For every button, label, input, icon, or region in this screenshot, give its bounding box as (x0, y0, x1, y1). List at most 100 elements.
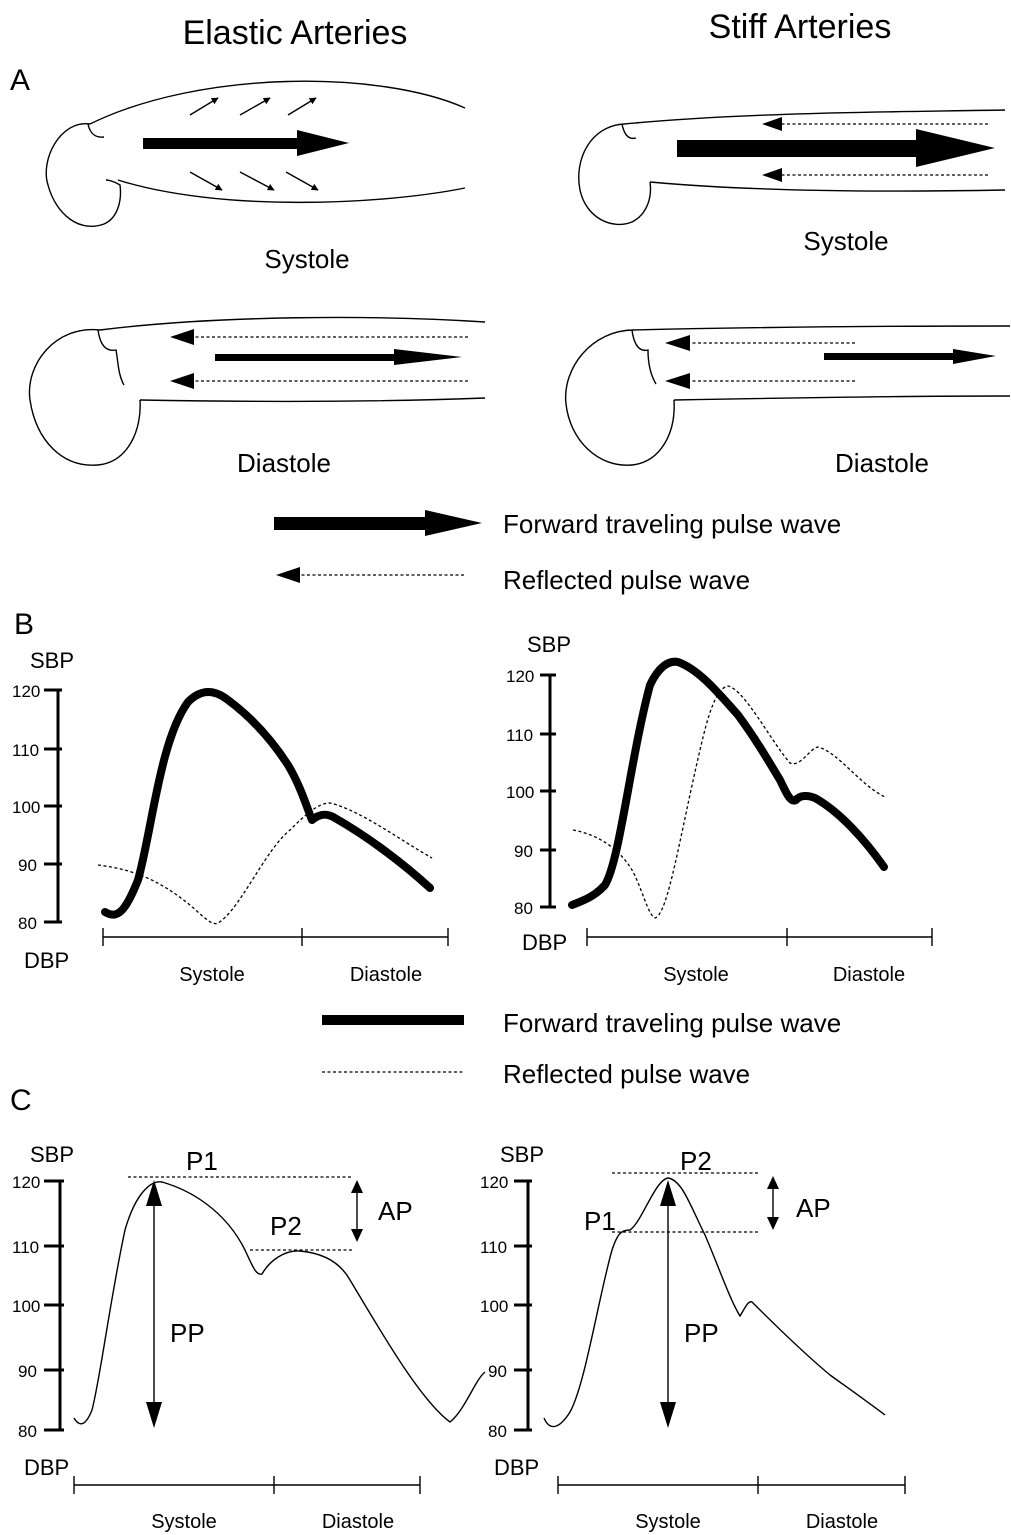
tick-label: 100 (506, 783, 534, 802)
time-axis (73, 1476, 421, 1494)
tick-label: 80 (18, 1422, 37, 1441)
dbp-label: DBP (522, 930, 567, 955)
ap-label: AP (378, 1196, 413, 1226)
y-ticks (514, 1179, 532, 1432)
pp-label: PP (684, 1318, 719, 1348)
tick-label: 90 (18, 856, 37, 875)
reflected-pulse-arrows (665, 335, 855, 389)
y-ticks (44, 688, 62, 924)
forward-pulse-arrow (677, 129, 995, 167)
heart-outline (45, 123, 122, 227)
legend-forward-label: Forward traveling pulse wave (503, 1008, 841, 1038)
heart-outline (564, 329, 675, 466)
sbp-label: SBP (500, 1142, 544, 1167)
header-elastic-arteries: Elastic Arteries (183, 14, 408, 52)
legend-reflected-arrow-icon (276, 567, 464, 583)
diastole-label: Diastole (322, 1511, 394, 1533)
systole-label: Systole (635, 1511, 701, 1533)
stiff-systole-diagram (578, 109, 1006, 226)
time-axis (586, 928, 933, 946)
reflected-wave-line (97, 802, 433, 925)
diastole-label: Diastole (833, 964, 905, 986)
y-ticks (540, 673, 556, 909)
tick-label: 110 (506, 726, 533, 745)
stiff-diastole-caption: Diastole (835, 448, 929, 478)
elastic-diastole-diagram (28, 316, 486, 466)
tick-label: 120 (12, 682, 40, 701)
p1-label: P1 (584, 1206, 616, 1236)
tick-label: 80 (514, 899, 533, 918)
pp-label: PP (170, 1318, 205, 1348)
ap-arrow (351, 1180, 363, 1242)
tick-label: 90 (488, 1362, 507, 1381)
legend-forward-arrow-icon (274, 510, 482, 536)
stiff-diastole-diagram (564, 325, 1011, 466)
legend-forward-label: Forward traveling pulse wave (503, 509, 841, 539)
diastole-label: Diastole (350, 964, 422, 986)
heart-outline (28, 328, 141, 466)
pressure-waveform (543, 1177, 886, 1428)
sbp-label: SBP (30, 1142, 74, 1167)
legend-reflected-label: Reflected pulse wave (503, 565, 750, 595)
tick-label: 120 (12, 1173, 40, 1192)
sbp-label: SBP (527, 632, 571, 657)
aortic-valve (87, 123, 105, 138)
p2-label: P2 (680, 1146, 712, 1176)
artery-lower-wall (673, 395, 1011, 401)
stiff-systole-caption: Systole (803, 226, 888, 256)
time-axis (102, 928, 449, 946)
systole-label: Systole (179, 964, 245, 986)
tick-label: 120 (506, 667, 534, 686)
dbp-label: DBP (494, 1455, 539, 1480)
reflected-pulse-arrows (170, 329, 468, 389)
legend-b: Forward traveling pulse wave Reflected p… (322, 1008, 841, 1089)
aortic-valve (621, 123, 637, 140)
y-ticks (44, 1179, 64, 1432)
sbp-label: SBP (30, 648, 74, 673)
forward-pulse-arrow (824, 349, 996, 364)
aortic-valve (631, 329, 657, 385)
forward-pulse-arrow (215, 349, 462, 365)
aortic-valve (97, 329, 125, 386)
dbp-label: DBP (24, 948, 69, 973)
elastic-systole-caption: Systole (264, 244, 349, 274)
systole-label: Systole (151, 1511, 217, 1533)
p1-label: P1 (186, 1146, 218, 1176)
chart-b-elastic: SBP DBP 120 110 100 90 80 Systole Diasto… (12, 648, 449, 986)
forward-pulse-arrow (143, 130, 349, 156)
chart-c-elastic: SBP DBP 120 110 100 90 80 Systole Diasto… (12, 1142, 486, 1533)
panel-label-c: C (10, 1084, 32, 1117)
forward-wave-line (101, 688, 434, 919)
chart-c-stiff: SBP DBP 120 110 100 90 80 Systole Diasto… (480, 1142, 906, 1533)
chart-b-stiff: SBP DBP 120 110 100 90 80 Systole Diasto… (506, 632, 933, 986)
artery-lower-wall (649, 181, 1006, 192)
artery-upper-wall (99, 316, 486, 331)
header-stiff-arteries: Stiff Arteries (709, 8, 892, 46)
panel-label-a: A (10, 64, 30, 97)
tick-label: 110 (12, 1238, 39, 1257)
tick-label: 80 (18, 914, 37, 933)
artery-lower-wall (139, 397, 486, 403)
pressure-waveform (73, 1181, 486, 1425)
pp-arrow (660, 1180, 676, 1428)
tick-label: 120 (480, 1173, 508, 1192)
forward-wave-line (568, 657, 888, 909)
time-axis (557, 1476, 906, 1494)
tick-label: 100 (12, 1297, 40, 1316)
artery-upper-wall (89, 80, 466, 125)
tick-label: 80 (488, 1422, 507, 1441)
tick-label: 100 (12, 798, 40, 817)
panel-label-b: B (14, 608, 34, 641)
artery-upper-wall (633, 325, 1011, 331)
systole-label: Systole (663, 964, 729, 986)
pp-arrow (146, 1180, 162, 1428)
tick-label: 110 (12, 741, 39, 760)
wall-expansion-arrows (189, 97, 319, 191)
legend-reflected-label: Reflected pulse wave (503, 1059, 750, 1089)
p2-label: P2 (270, 1211, 302, 1241)
ap-arrow (767, 1176, 779, 1230)
legend-forward-line-icon (322, 1015, 464, 1025)
ap-label: AP (796, 1193, 831, 1223)
reflected-wave-line (572, 685, 886, 919)
